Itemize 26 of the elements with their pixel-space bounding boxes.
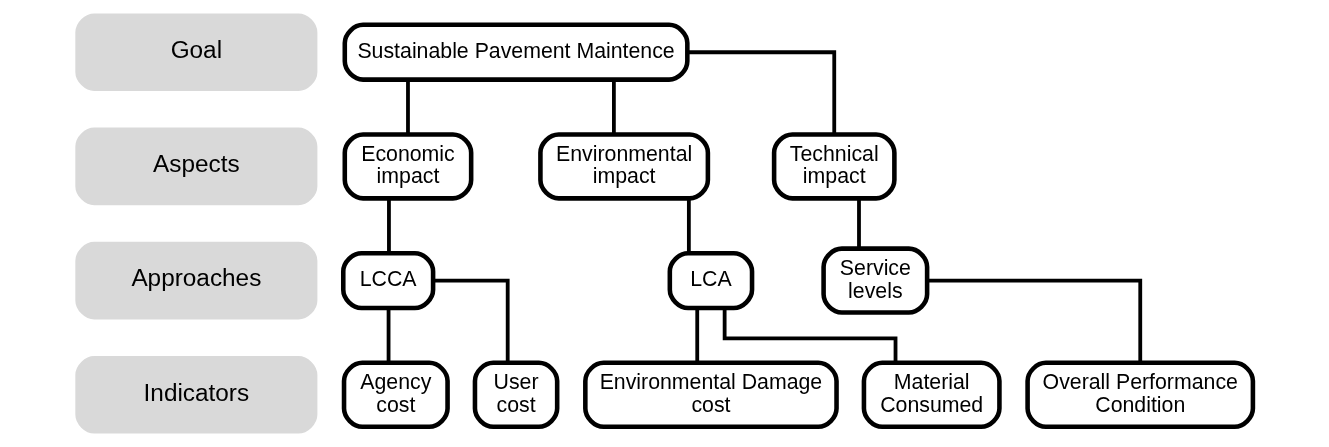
- connector: [857, 198, 861, 249]
- node-box: Sustainable Pavement Maintence: [342, 22, 690, 82]
- node-box: Technical impact: [771, 132, 897, 201]
- node-box: Material Consumed: [861, 360, 1002, 430]
- node-box: User cost: [472, 360, 560, 430]
- node-box: Indicators: [75, 355, 318, 434]
- node-box: Environmental Damage cost: [583, 360, 839, 430]
- connector: [386, 308, 391, 363]
- node-box: Approaches: [75, 241, 318, 320]
- node-box: Service levels: [821, 246, 930, 315]
- node-box: Environmental impact: [538, 132, 711, 201]
- node-box: Goal: [75, 13, 318, 92]
- node-box: Economic impact: [342, 132, 474, 201]
- connector: [927, 278, 1143, 363]
- node-box: Overall Performance Condition: [1025, 360, 1256, 430]
- node-box: Agency cost: [341, 360, 450, 430]
- node-box: Aspects: [75, 127, 318, 206]
- node-box: LCA: [667, 250, 755, 311]
- connector: [687, 50, 837, 134]
- connector: [686, 198, 691, 254]
- connector: [695, 308, 700, 363]
- node-box: LCCA: [341, 250, 436, 311]
- connector: [387, 198, 391, 254]
- connector: [611, 79, 616, 135]
- connector: [433, 278, 510, 363]
- connector: [406, 79, 410, 135]
